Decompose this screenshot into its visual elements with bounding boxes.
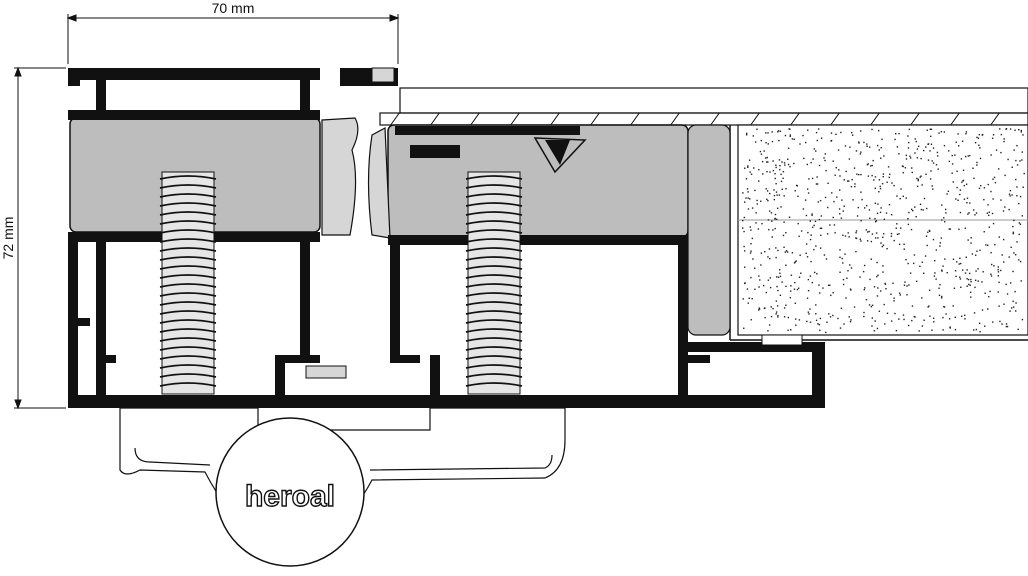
screw-right: [465, 171, 523, 395]
screw-left: [159, 171, 217, 395]
width-dimension-line: [66, 14, 400, 64]
heroal-logo: heroal: [215, 417, 365, 567]
height-dimension-line: [14, 66, 66, 410]
width-dimension-label: 70 mm: [212, 0, 255, 16]
sash-profile: [367, 124, 825, 408]
svg-text:heroal: heroal: [245, 480, 335, 513]
height-dimension-label: 72 mm: [0, 217, 16, 260]
